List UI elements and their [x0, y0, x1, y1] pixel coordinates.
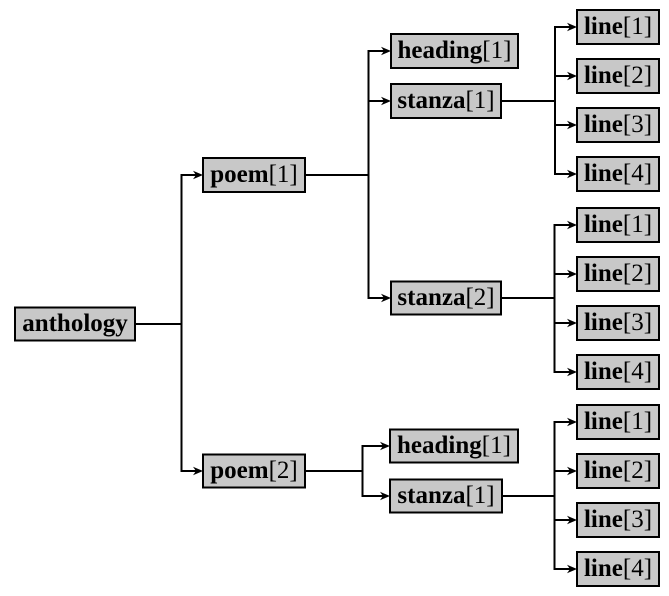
- svg-text:line[2]: line[2]: [584, 260, 652, 287]
- svg-text:anthology: anthology: [22, 310, 128, 337]
- svg-text:line[4]: line[4]: [584, 555, 652, 582]
- svg-text:heading[1]: heading[1]: [397, 432, 511, 459]
- svg-text:line[3]: line[3]: [584, 506, 652, 533]
- svg-text:stanza[1]: stanza[1]: [397, 87, 494, 114]
- svg-text:heading[1]: heading[1]: [398, 37, 512, 64]
- svg-text:line[2]: line[2]: [584, 62, 652, 89]
- svg-text:poem[2]: poem[2]: [210, 457, 297, 484]
- svg-text:stanza[1]: stanza[1]: [397, 482, 494, 509]
- svg-text:line[2]: line[2]: [584, 457, 652, 484]
- svg-text:stanza[2]: stanza[2]: [397, 284, 494, 311]
- svg-text:line[1]: line[1]: [584, 13, 652, 40]
- svg-text:line[4]: line[4]: [584, 160, 652, 187]
- svg-text:line[1]: line[1]: [584, 408, 652, 435]
- svg-text:line[1]: line[1]: [584, 211, 652, 238]
- svg-text:poem[1]: poem[1]: [210, 161, 297, 188]
- svg-text:line[4]: line[4]: [584, 358, 652, 385]
- svg-text:line[3]: line[3]: [584, 309, 652, 336]
- svg-text:line[3]: line[3]: [584, 111, 652, 138]
